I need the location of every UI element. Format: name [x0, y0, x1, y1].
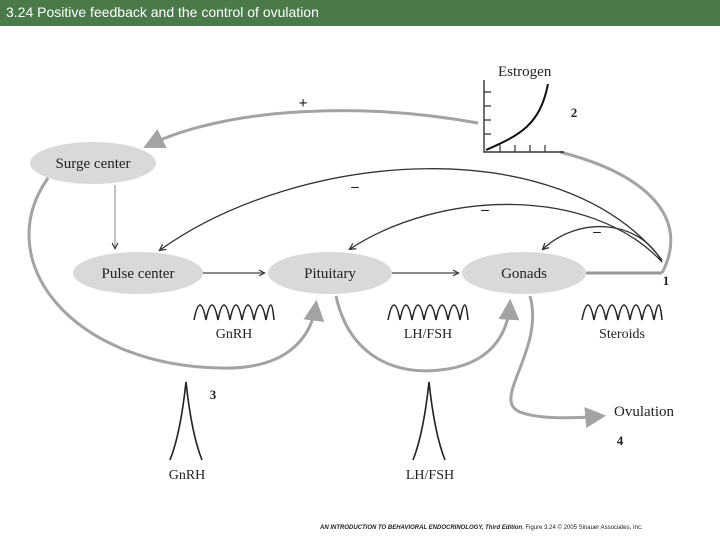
pulse-wave-gnrh [193, 304, 275, 321]
node-pituitary-label: Pituitary [304, 266, 356, 282]
arrow-negative-feedback-gonads [543, 225, 663, 263]
estrogen-inset-title: Estrogen [498, 64, 552, 80]
pulse-label-lhfsh: LH/FSH [404, 327, 452, 342]
figure-credit-rest: , Figure 3.24 © 2005 Sinauer Associates,… [522, 525, 643, 531]
arrow-gonads-to-estrogen [559, 150, 673, 274]
figure-credit-book: AN INTRODUCTION TO BEHAVIORAL ENDOCRINOL… [320, 525, 523, 531]
step-number-3: 3 [210, 387, 217, 402]
ovulation-label: Ovulation [614, 404, 674, 420]
estrogen-inset-xticks [499, 145, 546, 152]
sign-negative-feedback-3: – [592, 224, 601, 240]
arrow-negative-feedback-pituitary [350, 203, 663, 263]
estrogen-inset-graph: Estrogen [483, 64, 564, 153]
node-gonads: Gonads [462, 252, 586, 294]
arrow-gonads-to-ovulation [509, 295, 607, 428]
estrogen-inset-yticks [484, 91, 491, 135]
node-surge-center: Surge center [30, 142, 156, 184]
step-number-1: 1 [663, 273, 670, 288]
node-pulse-center: Pulse center [73, 252, 203, 294]
arrow-pituitary-to-gonads-surge [334, 295, 520, 373]
pulse-wave-steroids [581, 304, 663, 321]
arrow-positive-feedback-surge [143, 109, 479, 148]
slide-title: 3.24 Positive feedback and the control o… [6, 4, 319, 20]
pulse-wave-lhfsh [387, 304, 469, 321]
surge-label-lhfsh: LH/FSH [406, 468, 454, 483]
figure-credit: AN INTRODUCTION TO BEHAVIORAL ENDOCRINOL… [320, 525, 720, 531]
sign-positive-feedback: + [298, 95, 307, 112]
node-pituitary: Pituitary [268, 252, 392, 294]
estrogen-rise-curve [485, 83, 549, 151]
surge-peak-gnrh [169, 381, 203, 461]
surge-peak-lhfsh [412, 381, 446, 461]
node-gonads-label: Gonads [501, 266, 547, 282]
estrogen-inset-axes [483, 80, 564, 153]
step-number-4: 4 [617, 433, 624, 448]
pulse-label-gnrh: GnRH [216, 327, 253, 342]
arrow-surge-to-pituitary [27, 177, 325, 370]
node-pulse-center-label: Pulse center [102, 266, 175, 282]
step-number-2: 2 [571, 105, 578, 120]
arrow-negative-feedback-pulse [160, 168, 663, 261]
surge-label-gnrh: GnRH [169, 468, 206, 483]
sign-negative-feedback-1: – [350, 179, 359, 195]
pulse-label-steroids: Steroids [599, 327, 645, 342]
header-bar: 3.24 Positive feedback and the control o… [0, 0, 720, 26]
sign-negative-feedback-2: – [480, 202, 489, 218]
node-surge-center-label: Surge center [55, 156, 130, 172]
